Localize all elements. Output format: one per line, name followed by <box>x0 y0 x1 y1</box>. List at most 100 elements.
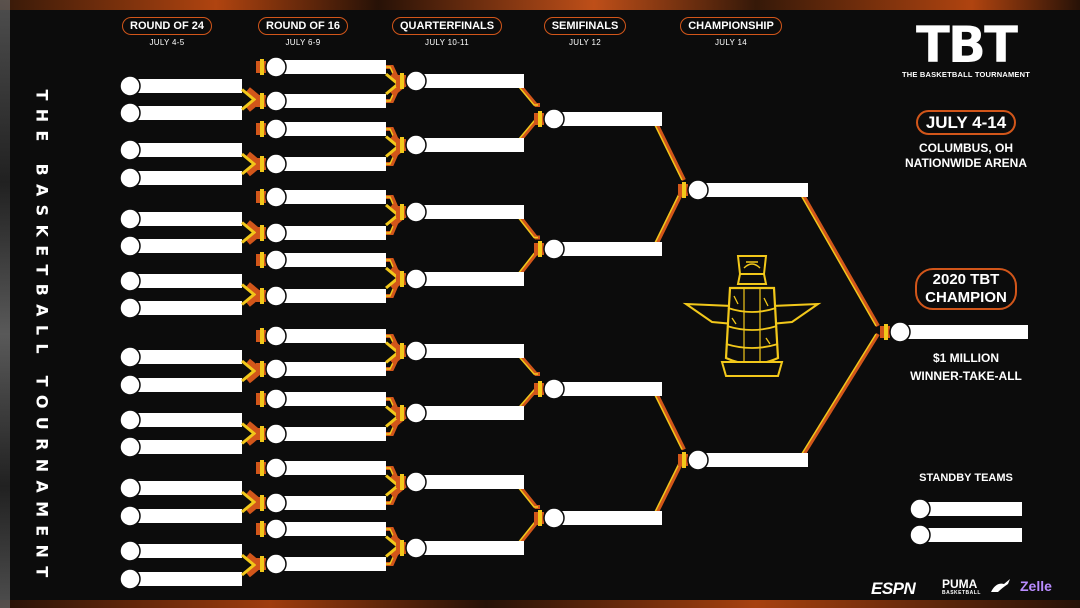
r16-slot <box>256 358 386 380</box>
slot-bar <box>416 406 524 420</box>
qf-slot <box>396 70 524 92</box>
qf-connector <box>513 210 540 240</box>
slot-bar <box>554 242 662 256</box>
slot-seed-circle <box>265 325 287 347</box>
slot-seed-circle <box>119 102 141 124</box>
r24-slot <box>119 540 242 562</box>
slot-seed-circle <box>265 553 287 575</box>
r16-slot <box>256 153 386 175</box>
slot-accent-yellow <box>260 288 264 304</box>
sf-slot <box>534 108 662 130</box>
round-name: SEMIFINALS <box>543 17 627 35</box>
slot-bar <box>276 289 386 303</box>
slot-accent-yellow <box>260 460 264 476</box>
connector-yellow <box>797 189 877 327</box>
slot-bar <box>416 344 524 358</box>
slot-bar <box>276 190 386 204</box>
r16-slot <box>256 118 386 140</box>
chevron-yellow <box>241 553 257 577</box>
connector-orange <box>652 118 686 181</box>
slot-seed-circle <box>405 340 427 362</box>
slot-seed-circle <box>909 524 931 546</box>
slot-bar <box>554 511 662 525</box>
r24-slot <box>119 208 242 230</box>
slot-bar <box>130 509 242 523</box>
champion-title-line2: CHAMPION <box>925 289 1007 306</box>
event-venue: NATIONWIDE ARENA <box>905 156 1027 170</box>
slot-accent-yellow <box>884 324 888 340</box>
slot-seed-circle <box>119 208 141 230</box>
r24-slot <box>119 297 242 319</box>
slot-bar <box>416 475 524 489</box>
slot-accent-yellow <box>260 252 264 268</box>
chevron-yellow <box>241 490 257 514</box>
tbt-logo: TBT THE BASKETBALL TOURNAMENT <box>896 18 1036 79</box>
logo-mark: TBT <box>915 16 1018 74</box>
slot-accent-yellow <box>538 510 542 526</box>
slot-seed-circle <box>119 297 141 319</box>
slot-seed-circle <box>119 505 141 527</box>
champion-badge: 2020 TBT CHAMPION <box>896 268 1036 310</box>
slot-seed-circle <box>405 402 427 424</box>
round-header-qf: QUARTERFINALS JULY 10-11 <box>392 14 503 47</box>
slot-seed-circle <box>265 186 287 208</box>
slot-seed-circle <box>119 235 141 257</box>
slot-seed-circle <box>119 477 141 499</box>
slot-accent-yellow <box>400 540 404 556</box>
slot-seed-circle <box>119 75 141 97</box>
r16-slot <box>256 56 386 78</box>
slot-seed-circle <box>265 249 287 271</box>
chevron-yellow <box>241 283 257 306</box>
slot-bar <box>276 94 386 108</box>
slot-seed-circle <box>265 518 287 540</box>
qf-slot <box>396 537 524 559</box>
slot-seed-circle <box>543 507 565 529</box>
grunge-border-left <box>0 0 10 608</box>
round-header-r16: ROUND OF 16 JULY 6-9 <box>248 14 358 47</box>
slot-bar <box>130 481 242 495</box>
r24-slot <box>119 505 242 527</box>
connector-yellow <box>651 388 683 450</box>
slot-accent-yellow <box>538 381 542 397</box>
slot-bar <box>276 329 386 343</box>
connector-orange <box>652 187 686 250</box>
slot-bar <box>130 274 242 288</box>
connector-yellow <box>651 187 683 250</box>
slot-seed-circle <box>265 492 287 514</box>
round-name: QUARTERFINALS <box>392 17 503 35</box>
r24-slot <box>119 477 242 499</box>
slot-accent-yellow <box>260 328 264 344</box>
final-slot <box>678 449 808 471</box>
slot-accent-yellow <box>260 361 264 377</box>
slot-bar <box>276 557 386 571</box>
slot-seed-circle <box>543 378 565 400</box>
slot-accent-yellow <box>400 137 404 153</box>
slot-bar <box>554 112 662 126</box>
slot-bar <box>130 350 242 364</box>
slot-bar <box>416 541 524 555</box>
logo-subtitle: THE BASKETBALL TOURNAMENT <box>901 70 1031 79</box>
slot-bar <box>130 143 242 157</box>
qf-slot <box>396 134 524 156</box>
slot-bar <box>920 528 1022 542</box>
r24-slot <box>119 374 242 396</box>
slot-accent-yellow <box>400 405 404 421</box>
champion-slot <box>880 321 1028 343</box>
r16-slot <box>256 325 386 347</box>
slot-seed-circle <box>119 540 141 562</box>
round-dates: JULY 14 <box>714 38 748 47</box>
slot-seed-circle <box>265 56 287 78</box>
round-name: CHAMPIONSHIP <box>680 17 782 35</box>
slot-bar <box>130 378 242 392</box>
slot-accent-yellow <box>682 182 686 198</box>
slot-bar <box>276 362 386 376</box>
event-city: COLUMBUS, OH <box>919 141 1013 155</box>
r16-slot <box>256 457 386 479</box>
slot-bar <box>416 205 524 219</box>
slot-seed-circle <box>119 568 141 590</box>
slot-bar <box>276 461 386 475</box>
r16-slot <box>256 423 386 445</box>
r16-slot <box>256 553 386 575</box>
slot-bar <box>130 171 242 185</box>
